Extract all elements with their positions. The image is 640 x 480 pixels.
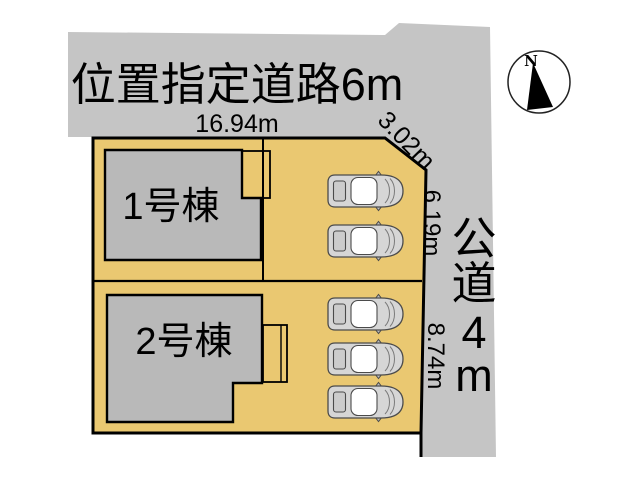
car-icon: [327, 381, 404, 423]
compass-needle: [527, 63, 553, 110]
road-right-char: 公: [451, 213, 496, 264]
road-right-char: 道: [451, 258, 496, 309]
dimension-right-lower: 8.74m: [422, 323, 449, 390]
road-top-label: 位置指定道路6m: [71, 59, 404, 110]
compass-north-label: N: [524, 52, 538, 70]
car-icon: [327, 220, 404, 262]
car-icon: [327, 170, 404, 212]
road-surface: [68, 23, 496, 457]
car-icon: [327, 293, 404, 335]
building-2: [105, 293, 264, 424]
building-1-porch: [241, 150, 271, 199]
building-2-porch: [262, 324, 288, 383]
road-right-char: m: [455, 350, 493, 401]
compass: N: [507, 50, 571, 114]
dimension-top-width: 16.94m: [195, 110, 278, 138]
building-1-label: 1号棟: [122, 186, 219, 228]
building-2-label: 2号棟: [135, 321, 232, 363]
car-icon: [327, 338, 404, 380]
road-right-char: 4: [461, 307, 486, 358]
dimension-right-upper: 6.19m: [418, 190, 445, 257]
road-right-label: 公 道 4 m: [451, 213, 496, 401]
